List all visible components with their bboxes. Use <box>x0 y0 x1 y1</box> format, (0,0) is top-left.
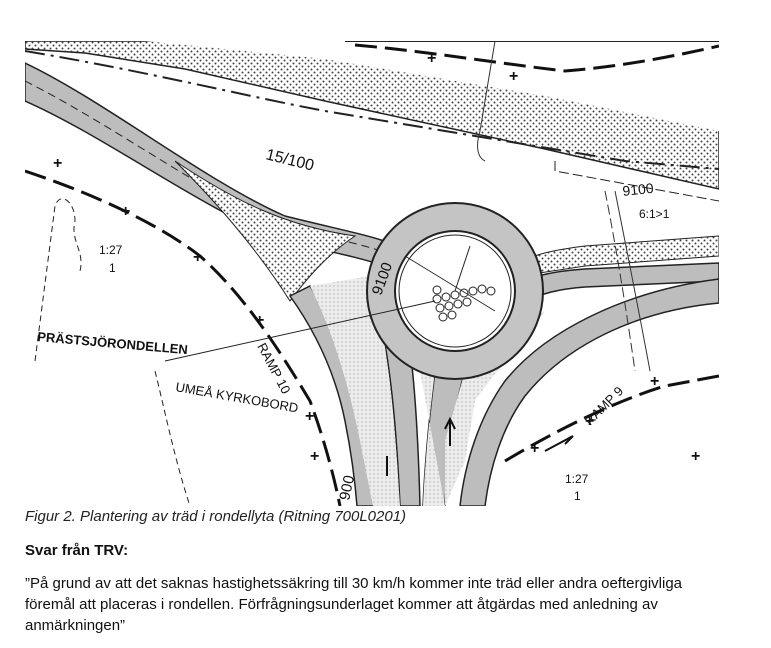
svg-text:+: + <box>310 448 319 465</box>
ratio-bottom-a-label: 1:27 <box>565 472 589 486</box>
svg-text:+: + <box>305 408 314 425</box>
roundabout-drawing: ++ +++ +++ ++++ 15/100 9100 6:1>1 1:27 1… <box>25 41 719 506</box>
svg-text:+: + <box>585 413 594 430</box>
quote-line: föremål att placeras i rondellen. Förfrå… <box>25 596 658 613</box>
svg-text:+: + <box>650 373 659 390</box>
svg-text:+: + <box>530 440 539 457</box>
svg-text:+: + <box>691 448 700 465</box>
radius-top-label: 9100 <box>622 180 655 199</box>
quote-line: anmärkningen” <box>25 617 126 634</box>
svg-text:+: + <box>427 50 436 67</box>
response-quote: ”På grund av att det saknas hastighetssä… <box>25 573 745 636</box>
svg-text:+: + <box>255 312 264 329</box>
tree-cluster <box>432 284 496 322</box>
ratio-right-label: 6:1>1 <box>639 207 670 221</box>
figure-caption: Figur 2. Plantering av träd i rondellyta… <box>25 508 407 525</box>
ramp-9-road <box>459 278 719 506</box>
svg-text:+: + <box>193 249 202 266</box>
svg-text:+: + <box>53 155 62 172</box>
svg-text:+: + <box>509 68 518 85</box>
response-heading: Svar från TRV: <box>25 542 129 559</box>
survey-markers: + + + + + + + + + + + + <box>53 50 700 465</box>
ratio-left-b-label: 1 <box>109 261 116 275</box>
quote-line: ”På grund av att det saknas hastighetssä… <box>25 575 682 592</box>
ratio-left-a-label: 1:27 <box>99 243 123 257</box>
embankment-left <box>174 160 357 302</box>
ratio-bottom-b-label: 1 <box>574 489 581 503</box>
dim-bottom-label: 900 <box>336 474 358 502</box>
svg-text:+: + <box>121 203 130 220</box>
